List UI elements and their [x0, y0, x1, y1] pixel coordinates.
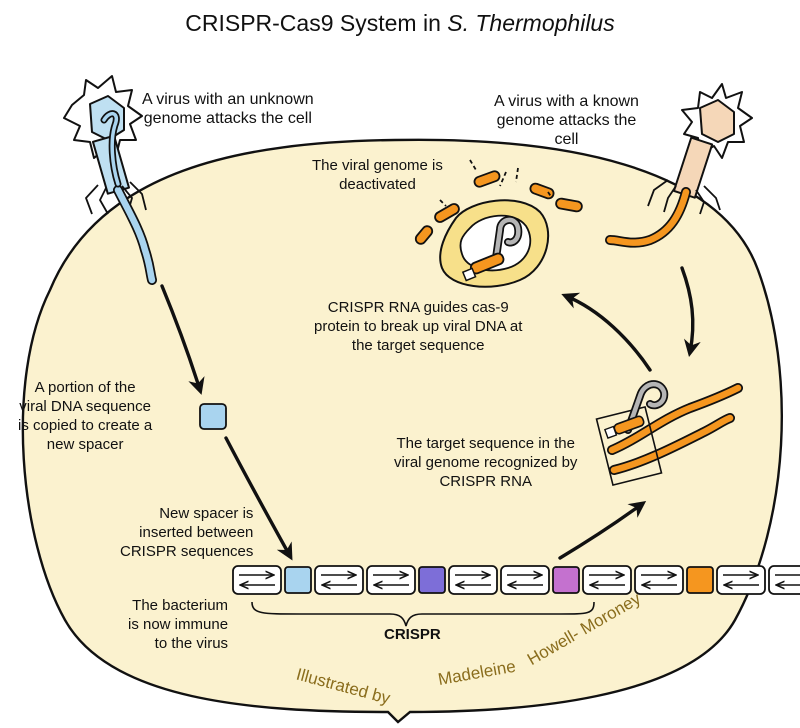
crispr-repeat [716, 565, 766, 595]
fragment [414, 225, 434, 245]
crispr-repeat [582, 565, 632, 595]
crispr-repeat [314, 565, 364, 595]
crispr-repeat [232, 565, 282, 595]
arrow-spacer-to-array [224, 436, 293, 561]
arrow-array-to-target [558, 501, 647, 560]
crispr-array [232, 565, 800, 595]
virus-legs [85, 181, 147, 215]
title-text: CRISPR-Cas9 System in [185, 10, 448, 36]
viral-fragments [414, 159, 583, 245]
arrow-target-to-cas9 [561, 292, 652, 372]
label-crispr: CRISPR [384, 626, 441, 643]
crispr-brace [251, 601, 595, 627]
crispr-repeat [634, 565, 684, 595]
cas9-protein-icon [439, 199, 550, 288]
title-organism: S. Thermophilus [447, 10, 615, 36]
virus-capsid [699, 99, 735, 143]
crispr-repeat [448, 565, 498, 595]
fragment [555, 197, 583, 213]
fragment [529, 182, 555, 200]
crispr-spacer [284, 566, 312, 594]
unknown-virus-icon [63, 75, 157, 285]
fragment [434, 203, 460, 223]
crispr-spacer [552, 566, 580, 594]
crispr-repeat [768, 565, 800, 595]
arrow-virus-to-spacer [160, 284, 205, 395]
diagram-title: CRISPR-Cas9 System in S. Thermophilus [0, 10, 800, 37]
arrow-virus-to-target [680, 266, 701, 358]
known-virus-icon [605, 83, 753, 248]
crispr-spacer [418, 566, 446, 594]
crispr-repeat [500, 565, 550, 595]
new-spacer-icon [199, 403, 227, 430]
crispr-repeat [366, 565, 416, 595]
fragment [473, 170, 501, 188]
target-recognition-icon [595, 380, 743, 487]
virus-legs [647, 179, 721, 215]
crispr-spacer [686, 566, 714, 594]
